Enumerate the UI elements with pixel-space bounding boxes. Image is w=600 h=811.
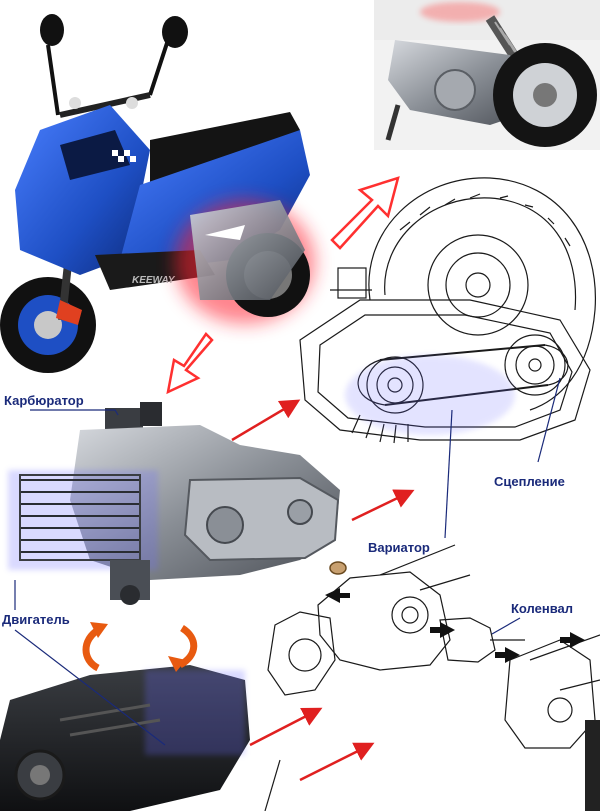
label-crankshaft: Коленвал (511, 601, 574, 616)
washer-part (329, 561, 347, 575)
assembly-arrows (325, 588, 585, 663)
exploded-cvt-drawing (267, 544, 600, 749)
label-variator: Вариатор (368, 540, 430, 555)
engine-photo (8, 402, 340, 605)
bottom-lead-line (264, 759, 281, 811)
scooter-brand-text: KEEWAY (132, 275, 176, 286)
label-engine: Двигатель (2, 612, 70, 627)
red-pointer-arrows (231, 399, 415, 782)
engine-underside-photo (0, 665, 250, 811)
transmission-blue-highlight (345, 355, 515, 435)
rear-engine-photo (374, 0, 600, 150)
corner-detail (585, 720, 600, 811)
leader-lines (14, 377, 561, 746)
label-carburetor: Карбюратор (4, 393, 84, 408)
hollow-arrow-up-right (330, 176, 400, 250)
label-clutch: Сцепление (494, 474, 565, 489)
hollow-arrow-down-left (166, 332, 214, 395)
checker-decal (112, 150, 136, 162)
orange-swap-arrows (82, 622, 198, 672)
scooter-illustration: KEEWAY (0, 14, 315, 373)
